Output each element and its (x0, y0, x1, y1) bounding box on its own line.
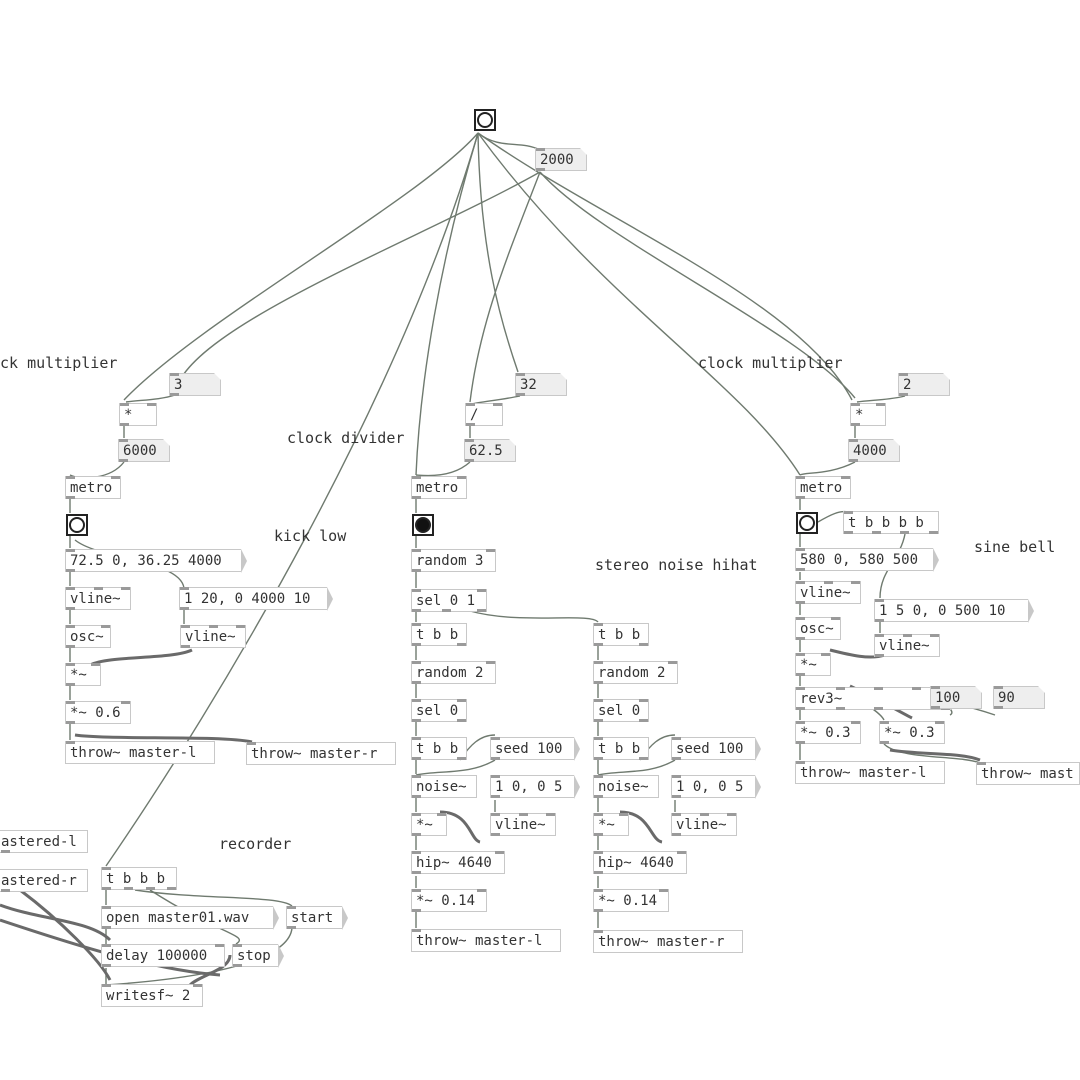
divider-number-62-5[interactable]: 62.5 (464, 439, 516, 462)
bell-number-100[interactable]: 100 (930, 686, 982, 709)
bell-signal-multiply-03-left[interactable]: *~ 0.3 (795, 721, 861, 744)
kick-vline2-object[interactable]: vline~ (180, 625, 246, 648)
kick-metro-object[interactable]: metro (65, 476, 121, 499)
main-bang-toggle[interactable] (474, 109, 496, 131)
comment-kick-low: kick low (274, 527, 347, 545)
bell-number-2[interactable]: 2 (898, 373, 950, 396)
hihat-r-trigger-2[interactable]: t b b (593, 737, 649, 760)
hihat-r-msg-env[interactable]: 1 0, 0 5 (671, 775, 761, 799)
comment-clock-multiplier-right: clock multiplier (698, 354, 843, 372)
bell-osc-object[interactable]: osc~ (795, 617, 841, 640)
bell-bang[interactable] (796, 512, 818, 534)
kick-msg-pitch-env[interactable]: 72.5 0, 36.25 4000 (65, 549, 247, 573)
kick-signal-multiply-06[interactable]: *~ 0.6 (65, 701, 131, 724)
hihat-l-hip[interactable]: hip~ 4640 (411, 851, 505, 874)
hihat-r-msg-seed[interactable]: seed 100 (671, 737, 761, 761)
recorder-writesf[interactable]: writesf~ 2 (101, 984, 203, 1007)
comment-recorder: recorder (219, 835, 292, 853)
bell-msg-amp[interactable]: 1 5 0, 0 500 10 (874, 599, 1034, 623)
divider-number-32[interactable]: 32 (515, 373, 567, 396)
recorder-msg-stop[interactable]: stop (232, 944, 284, 968)
hihat-sel-0-1[interactable]: sel 0 1 (411, 589, 487, 612)
hihat-r-noise[interactable]: noise~ (593, 775, 659, 798)
bell-vline-object[interactable]: vline~ (795, 581, 861, 604)
comment-clock-divider: clock divider (287, 429, 405, 447)
bell-metro-object[interactable]: metro (795, 476, 851, 499)
kick-throw-master-r[interactable]: throw~ master-r (246, 742, 396, 765)
bell-multiply-object[interactable]: * (850, 403, 886, 426)
bell-number-90[interactable]: 90 (993, 686, 1045, 709)
hihat-r-signal-multiply-014[interactable]: *~ 0.14 (593, 889, 669, 912)
hihat-r-hip[interactable]: hip~ 4640 (593, 851, 687, 874)
hihat-l-vline[interactable]: vline~ (490, 813, 556, 836)
hihat-l-trigger-2[interactable]: t b b (411, 737, 467, 760)
kick-multiply-object[interactable]: * (119, 403, 157, 426)
kick-bang[interactable] (66, 514, 88, 536)
hihat-random-3[interactable]: random 3 (411, 549, 496, 572)
divider-bang[interactable] (412, 514, 434, 536)
kick-msg-amp-env[interactable]: 1 20, 0 4000 10 (179, 587, 333, 611)
comment-stereo-noise-hihat: stereo noise hihat (595, 556, 758, 574)
divider-metro-object[interactable]: metro (411, 476, 467, 499)
hihat-l-trigger[interactable]: t b b (411, 623, 467, 646)
hihat-r-signal-multiply[interactable]: *~ (593, 813, 629, 836)
kick-osc-object[interactable]: osc~ (65, 625, 111, 648)
kick-number-3[interactable]: 3 (169, 373, 221, 396)
divider-divide-object[interactable]: / (465, 403, 503, 426)
hihat-r-vline[interactable]: vline~ (671, 813, 737, 836)
recorder-delay-object[interactable]: delay 100000 (101, 944, 225, 967)
hihat-r-throw-master-r[interactable]: throw~ master-r (593, 930, 743, 953)
hihat-l-signal-multiply[interactable]: *~ (411, 813, 447, 836)
hihat-l-msg-env[interactable]: 1 0, 0 5 (490, 775, 580, 799)
hihat-l-throw-master-l[interactable]: throw~ master-l (411, 929, 561, 952)
kick-vline-object[interactable]: vline~ (65, 587, 131, 610)
kick-throw-master-l[interactable]: throw~ master-l (65, 741, 215, 764)
comment-sine-bell: sine bell (974, 538, 1056, 556)
kick-signal-multiply[interactable]: *~ (65, 663, 101, 686)
recorder-msg-open[interactable]: open master01.wav (101, 906, 279, 930)
hihat-r-sel-0[interactable]: sel 0 (593, 699, 649, 722)
bell-throw-master-r[interactable]: throw~ mast (976, 762, 1080, 785)
recorder-msg-start[interactable]: start (286, 906, 348, 930)
hihat-l-noise[interactable]: noise~ (411, 775, 477, 798)
kick-number-6000[interactable]: 6000 (118, 439, 170, 462)
bell-vline2-object[interactable]: vline~ (874, 634, 940, 657)
hihat-r-random-2[interactable]: random 2 (593, 661, 678, 684)
bell-rev3-object[interactable]: rev3~ (795, 687, 951, 710)
recorder-catch-mastered-r[interactable]: astered-r (0, 869, 88, 892)
hihat-l-signal-multiply-014[interactable]: *~ 0.14 (411, 889, 487, 912)
bell-trigger-bbbb[interactable]: t b b b b (843, 511, 939, 534)
recorder-catch-mastered-l[interactable]: astered-l (0, 830, 88, 853)
comment-clock-multiplier-left: ck multiplier (0, 354, 118, 372)
hihat-l-random-2[interactable]: random 2 (411, 661, 496, 684)
hihat-r-trigger[interactable]: t b b (593, 623, 649, 646)
number-box-2000[interactable]: 2000 (535, 148, 587, 171)
bell-signal-multiply[interactable]: *~ (795, 653, 831, 676)
bell-signal-multiply-03-right[interactable]: *~ 0.3 (879, 721, 945, 744)
bell-number-4000[interactable]: 4000 (848, 439, 900, 462)
hihat-l-sel-0[interactable]: sel 0 (411, 699, 467, 722)
bell-throw-master-l[interactable]: throw~ master-l (795, 761, 945, 784)
bell-msg-freq[interactable]: 580 0, 580 500 (795, 548, 939, 572)
recorder-trigger-bbb[interactable]: t b b b (101, 867, 177, 890)
hihat-l-msg-seed[interactable]: seed 100 (490, 737, 580, 761)
